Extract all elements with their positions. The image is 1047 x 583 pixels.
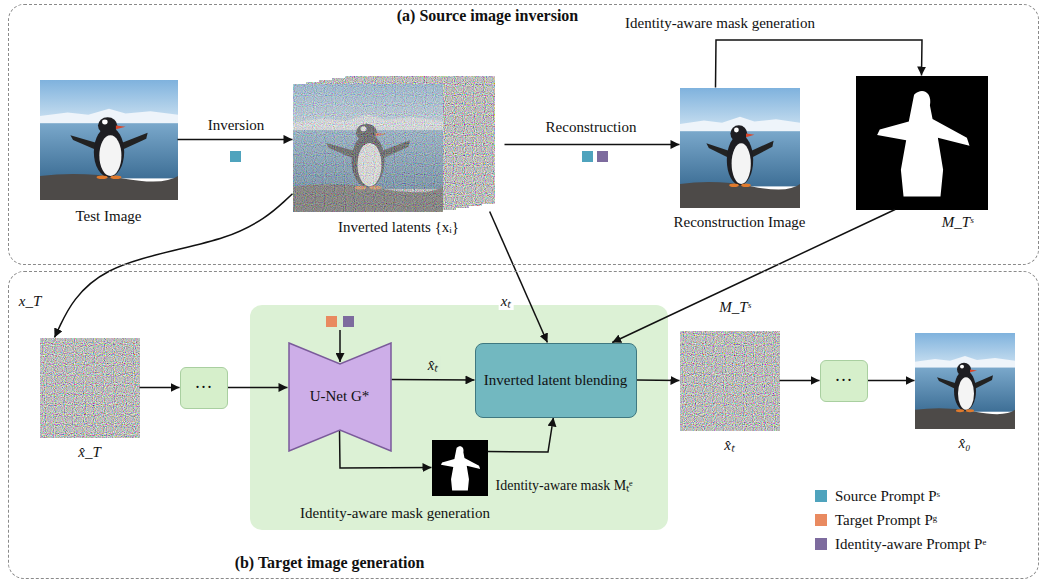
caption: x̂₀ [959,434,971,452]
connector [716,40,923,88]
legend-row: Target Prompt Pᵍ [815,508,986,532]
box-label: ··· [831,370,857,391]
legend-row: Source Prompt Pˢ [815,484,986,508]
box-label: U-Net G* [306,388,374,405]
prompt-square [582,151,593,162]
dashed-panel: (b) Target image generation x̂_T ··· U-Net … [8,271,1039,579]
caption: x̂_T [78,443,101,461]
prompt-square [597,151,608,162]
panel-title: (a) Source image inversion [397,7,578,25]
mask-image [856,76,988,210]
panel-title: (b) Target image generation [235,554,425,572]
test-photo [40,80,178,200]
connector [55,194,293,338]
connector [637,379,680,381]
prompt-square [230,151,241,162]
legend-row: Identity-aware Prompt Pᵉ [815,532,986,556]
connector [612,210,895,343]
legend-text: Source Prompt Pˢ [835,488,940,505]
legend-swatch [815,514,827,526]
prompt-square [326,316,337,327]
connector [490,212,548,343]
box-label: ··· [191,377,217,398]
mask-image [432,440,488,496]
edge-label: Reconstruction [544,118,639,136]
caption: Inverted latents {xᵢ} [338,218,459,236]
image-node: x̂₀ [915,333,1015,429]
unet-block: U-Net G* [288,342,392,452]
edge-label: x̂ₜ [426,356,441,374]
output-photo [915,333,1015,429]
latent-node: x̂_T [40,338,140,438]
image-node: Test Image [40,80,178,200]
noise-image [40,338,140,438]
latent-node: x̂ₜ [680,331,780,431]
prompt-square [343,316,354,327]
edge-label: xₜ [499,292,514,310]
prompt-arrow [339,330,341,362]
connector [228,387,288,389]
caption: x̂ₜ [724,436,735,454]
edge-label: M_Tˢ [717,298,753,316]
caption: Identity-aware mask Mₜᵉ [496,477,633,495]
noise-image [680,331,780,431]
step-box: ··· [820,360,868,402]
connector [868,380,915,382]
legend-swatch [815,490,827,502]
legend-swatch [815,538,827,550]
connector [178,139,293,141]
legend: Source Prompt Pˢ Target Prompt Pᵍ Identity… [815,484,986,556]
edge-label: Inversion [206,116,267,134]
connector [392,379,475,381]
step-box: ··· [180,367,228,409]
legend-text: Identity-aware Prompt Pᵉ [835,536,986,553]
green-region [250,305,668,530]
dashed-panel: (a) Source image inversionTest ImageInve… [8,4,1039,265]
edge-label: x_T [17,292,44,310]
caption: Reconstruction Image [673,213,805,231]
connector [140,387,180,389]
mask-node: Identity-aware mask Mₜᵉ [432,440,488,496]
caption: Test Image [75,207,141,225]
image-node: Reconstruction Image [680,88,800,208]
edge-label: Identity-aware mask generation [298,504,492,522]
edge-label: Identity-aware mask generation [623,14,817,32]
mask-node: M_Tˢ [856,76,988,210]
connector [488,418,554,453]
unet-outline [289,343,391,451]
latent-stack-node: Inverted latents {xᵢ} [293,76,505,212]
caption: M_Tˢ [942,213,974,231]
latent-stack [293,76,495,212]
box-label: Inverted latent blending [480,371,631,389]
connector [780,380,820,382]
process-box: Inverted latent blending [475,343,637,418]
reconstruction-photo [680,88,800,208]
connector [505,144,680,146]
legend-text: Target Prompt Pᵍ [835,512,937,529]
